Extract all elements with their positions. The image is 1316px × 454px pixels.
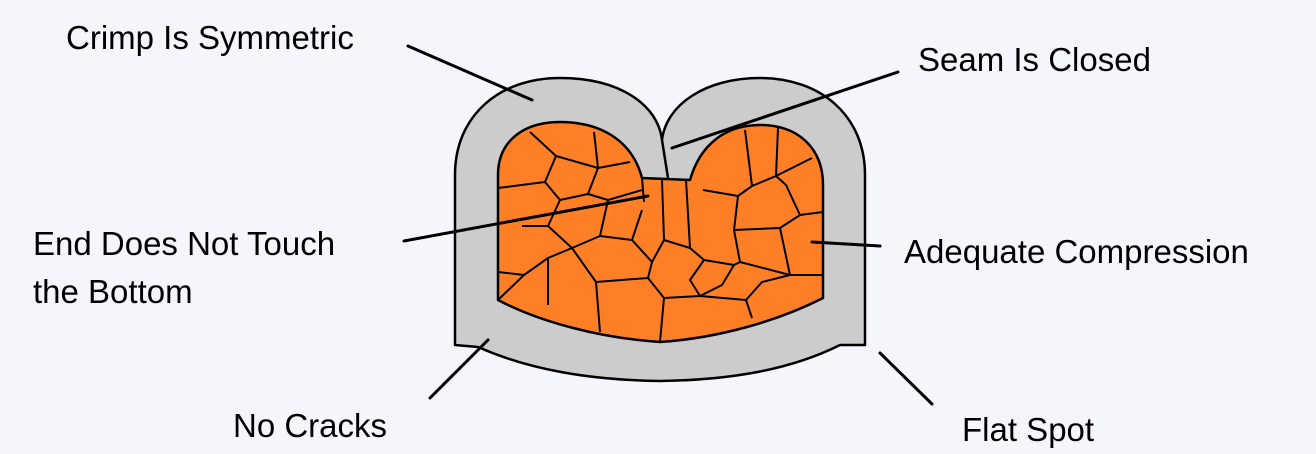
label-seam-closed: Seam Is Closed xyxy=(918,36,1151,84)
leader-no-cracks xyxy=(430,340,488,398)
label-end-line1: End Does Not Touch xyxy=(33,220,335,268)
label-end-does-not-touch-bottom: End Does Not Touch the Bottom xyxy=(33,220,335,316)
label-end-line2: the Bottom xyxy=(33,268,335,316)
label-no-cracks: No Cracks xyxy=(233,402,387,450)
label-adequate-compression: Adequate Compression xyxy=(904,228,1249,276)
label-flat-spot: Flat Spot xyxy=(962,406,1094,454)
leader-crimp-symmetric xyxy=(408,46,532,100)
label-crimp-symmetric: Crimp Is Symmetric xyxy=(66,14,354,62)
leader-flat-spot xyxy=(880,353,932,404)
